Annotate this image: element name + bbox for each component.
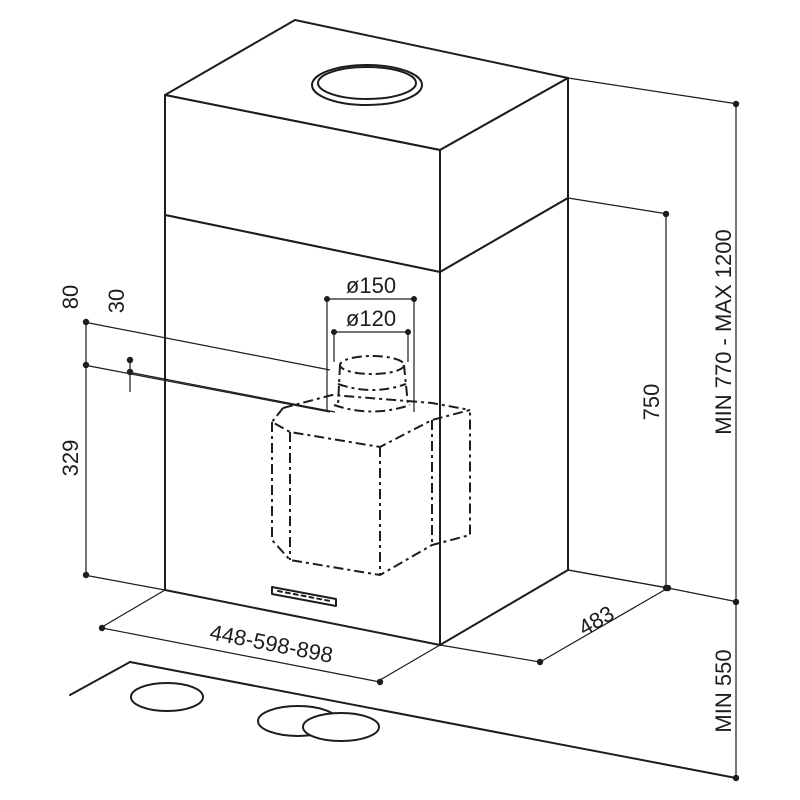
outlet-inner-diameter-label: ø120 <box>346 306 396 331</box>
control-panel <box>271 586 337 607</box>
top-duct-opening-inner <box>317 66 417 100</box>
collar-30-label: 30 <box>104 289 129 313</box>
total-height-label: MIN 770 - MAX 1200 <box>711 229 736 434</box>
burner-left <box>130 682 204 712</box>
clearance-dimension: MIN 550 <box>711 602 740 782</box>
depth-483-label: 483 <box>574 600 618 640</box>
top-offset-80-label: 80 <box>58 285 83 309</box>
cooktop-left-edge <box>69 661 131 696</box>
upper-chimney-box <box>164 19 569 273</box>
body-height-dimension: 750 <box>567 197 670 592</box>
clearance-min-550-label: MIN 550 <box>711 649 736 732</box>
top-duct-opening-outer <box>311 64 423 106</box>
cooktop-back-edge <box>129 661 737 779</box>
left-vertical-dimensions: 80 30 329 <box>58 285 336 591</box>
hidden-motor-unit <box>270 355 471 577</box>
total-height-dimension: MIN 770 - MAX 1200 <box>567 77 740 606</box>
hood-body <box>164 197 569 646</box>
cooktop <box>69 661 737 779</box>
outlet-diameter-dimensions: ø150 ø120 <box>324 273 417 412</box>
hood-side-face <box>439 197 569 646</box>
motor-height-329-label: 329 <box>58 440 83 477</box>
burner-right <box>302 712 380 742</box>
body-height-750-label: 750 <box>639 384 664 421</box>
outlet-outer-diameter-label: ø150 <box>346 273 396 298</box>
hood-front-face <box>164 214 441 646</box>
